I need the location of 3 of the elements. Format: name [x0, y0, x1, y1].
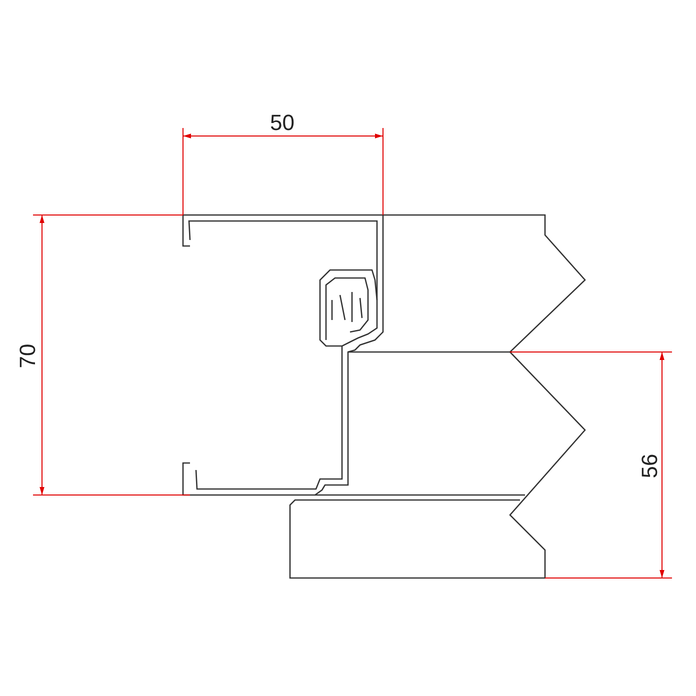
dimension-label: 50: [270, 112, 294, 134]
dimension-label: 70: [17, 344, 40, 368]
dimension-label: 56: [639, 454, 662, 478]
